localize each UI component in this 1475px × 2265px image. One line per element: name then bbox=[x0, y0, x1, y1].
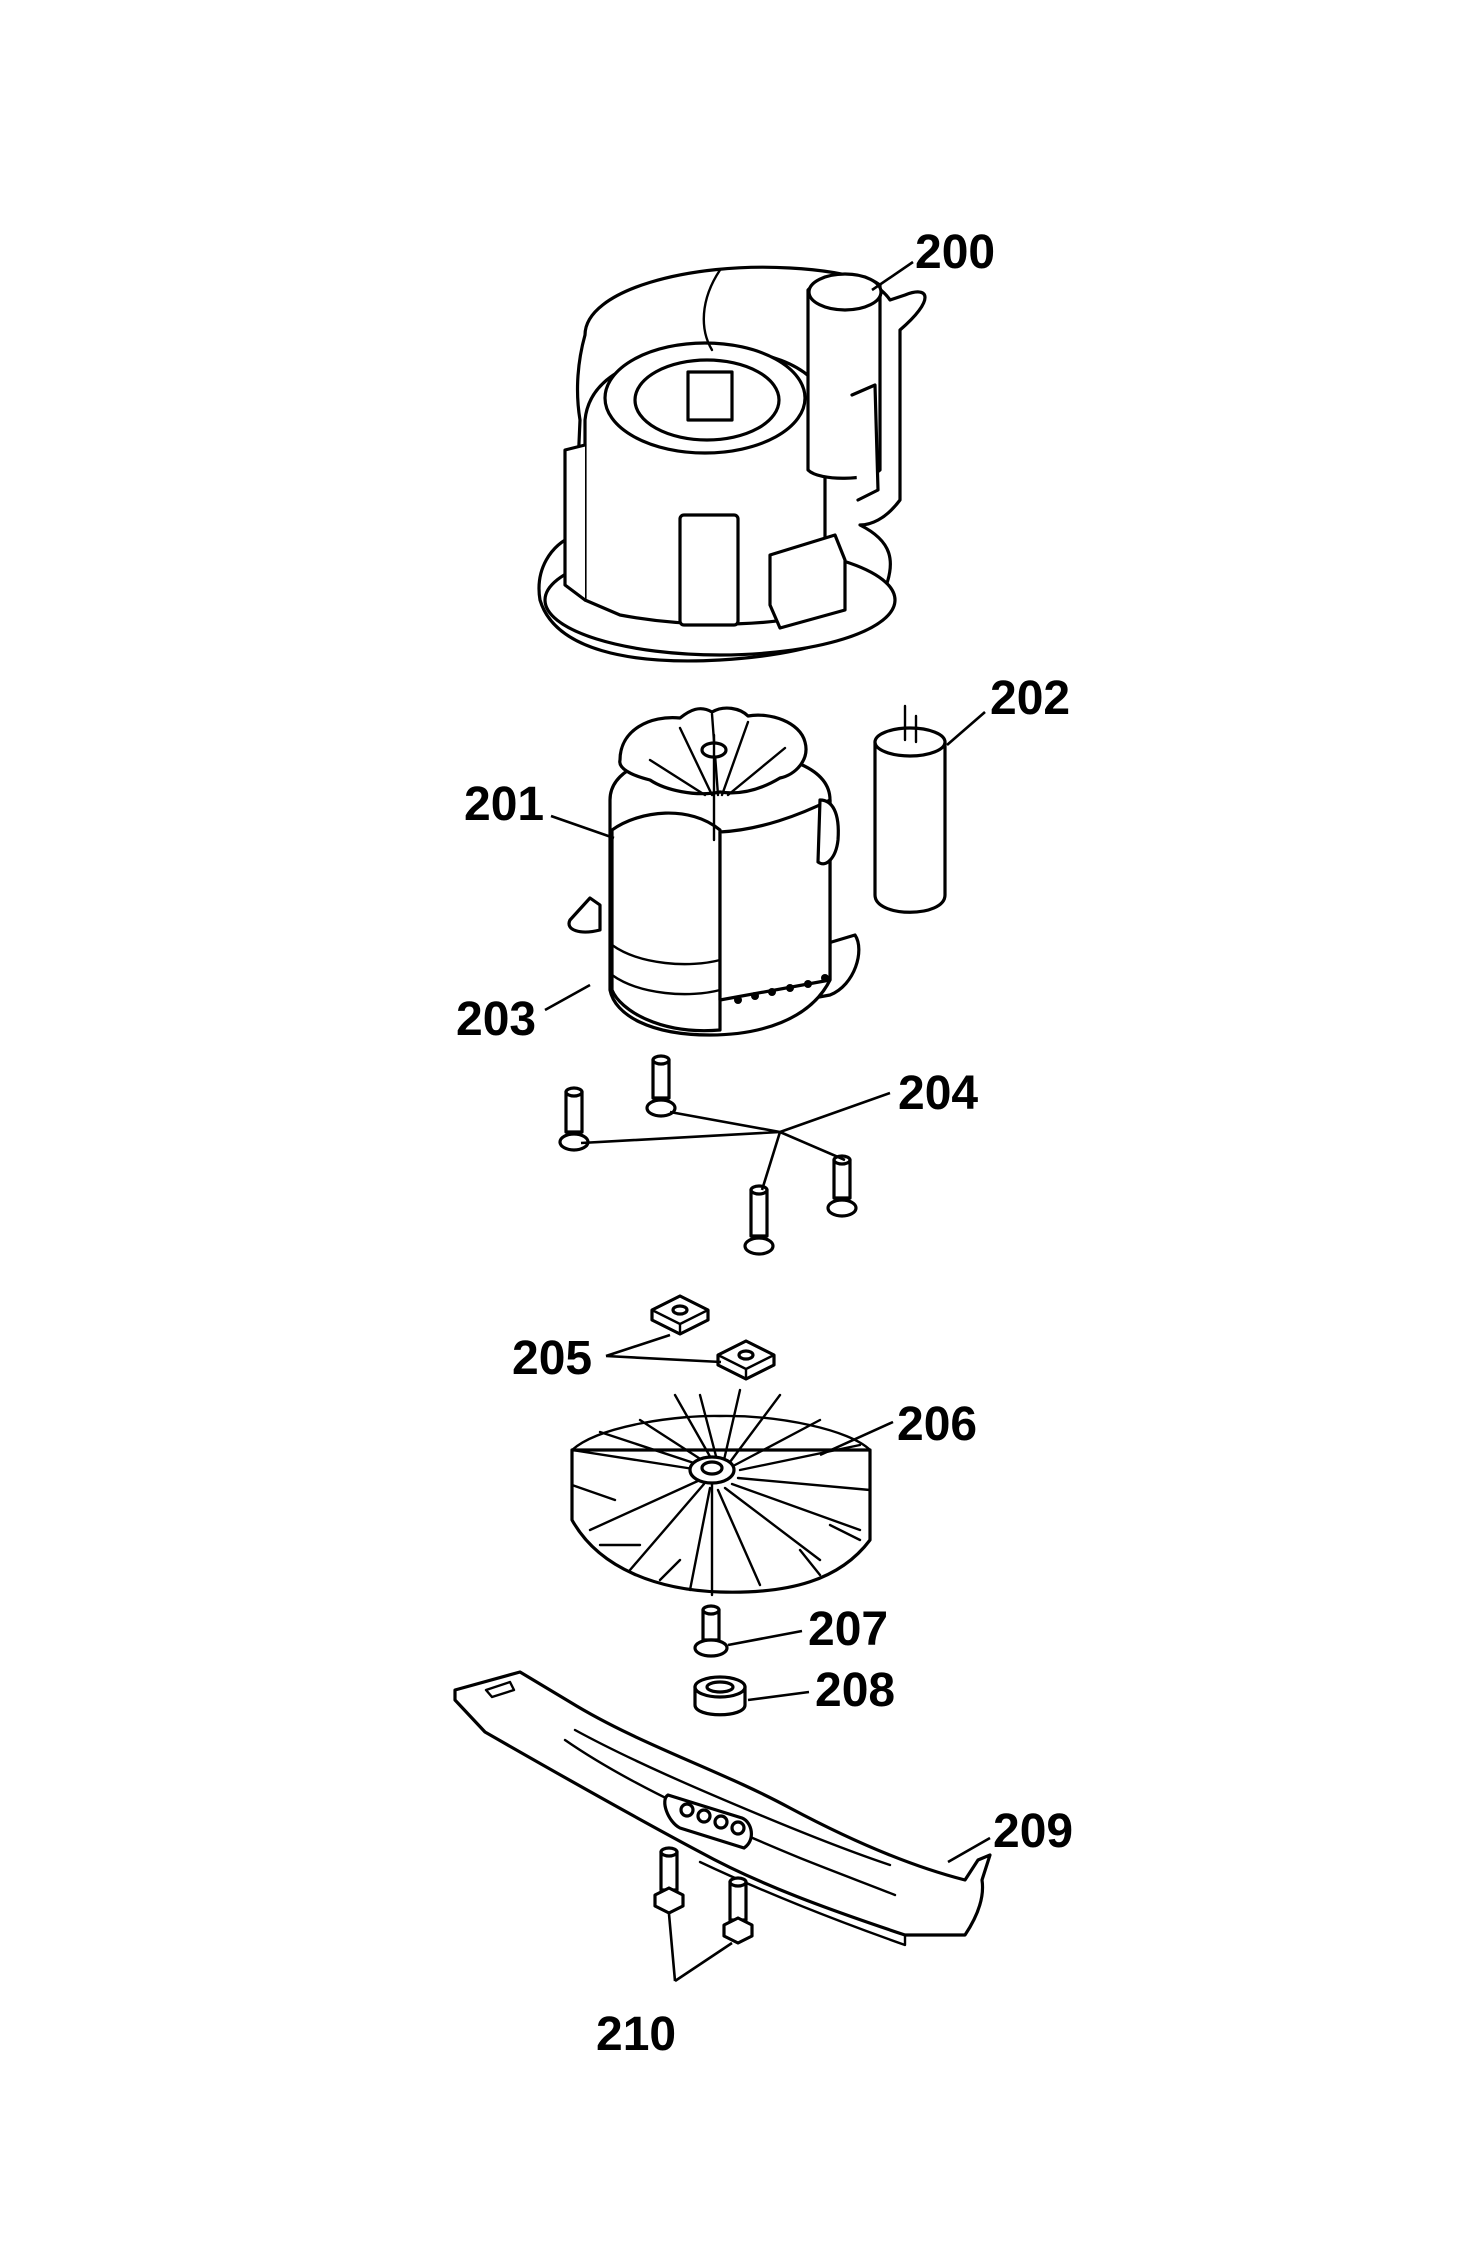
part-209-blade bbox=[453, 1670, 992, 1947]
leader-209 bbox=[947, 1836, 991, 1864]
leader-207 bbox=[727, 1629, 803, 1647]
callout-205: 205 bbox=[512, 1332, 592, 1385]
part-202-capacitor bbox=[873, 704, 947, 914]
leader-200 bbox=[871, 260, 914, 292]
nut-205-a bbox=[650, 1294, 710, 1336]
part-204-screws bbox=[558, 1054, 858, 1256]
callout-208: 208 bbox=[815, 1664, 895, 1717]
screw-204-c bbox=[826, 1154, 858, 1218]
part-205-nuts bbox=[650, 1294, 776, 1381]
nut-205-b bbox=[716, 1339, 776, 1381]
screw-204-a bbox=[645, 1054, 677, 1118]
part-208-bushing bbox=[693, 1675, 747, 1717]
part-210-bolts bbox=[653, 1846, 754, 1945]
screw-204-b bbox=[558, 1086, 590, 1152]
bolt-210-b bbox=[722, 1876, 754, 1945]
bolt-210-a bbox=[653, 1846, 685, 1915]
callout-209: 209 bbox=[993, 1805, 1073, 1858]
part-206-fan bbox=[570, 1388, 872, 1597]
callout-203: 203 bbox=[456, 993, 536, 1046]
leader-205 bbox=[605, 1333, 722, 1364]
leader-208 bbox=[747, 1690, 810, 1702]
callout-201: 201 bbox=[464, 778, 544, 831]
leader-201 bbox=[550, 814, 615, 840]
callout-206: 206 bbox=[897, 1398, 977, 1451]
part-200-motor-housing bbox=[537, 265, 927, 663]
callout-200: 200 bbox=[915, 226, 995, 279]
leader-202 bbox=[946, 711, 986, 746]
leader-206 bbox=[819, 1420, 894, 1457]
leader-210 bbox=[667, 1913, 733, 1983]
part-201-motor-stator bbox=[567, 706, 861, 1037]
callout-202: 202 bbox=[990, 672, 1070, 725]
callout-labels: 200 201 202 203 204 205 206 207 208 209 … bbox=[456, 226, 1073, 2061]
leader-203 bbox=[544, 983, 591, 1012]
leader-lines bbox=[544, 260, 991, 1983]
screw-204-d bbox=[743, 1184, 775, 1256]
leader-204 bbox=[580, 1091, 891, 1191]
callout-210: 210 bbox=[596, 2008, 676, 2061]
callout-207: 207 bbox=[808, 1603, 888, 1656]
callout-204: 204 bbox=[898, 1067, 978, 1120]
part-207-bolt bbox=[693, 1604, 729, 1658]
